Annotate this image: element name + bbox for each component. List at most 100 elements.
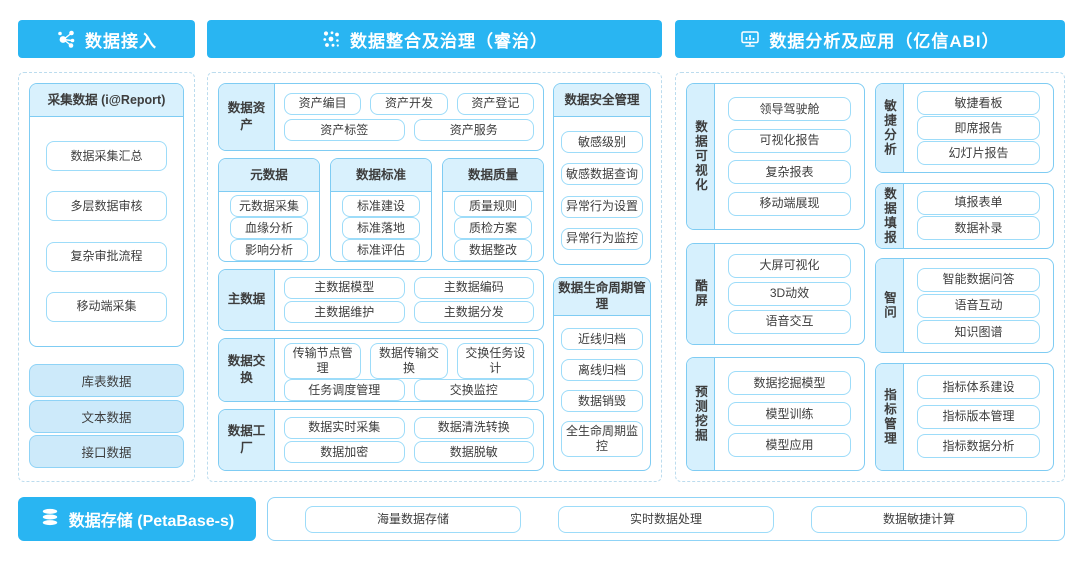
list-item: 复杂报表 (728, 160, 851, 185)
list-item: 敏捷看板 (917, 91, 1040, 115)
data-analysis-panel: 数据可视化 领导驾驶舱 可视化报告 复杂报表 移动端展现 酷屏 大屏可视化 3D… (675, 72, 1065, 482)
list-item: 可视化报告 (728, 128, 851, 153)
data-access-header: 数据接入 (18, 20, 195, 58)
database-icon (40, 507, 60, 532)
smart-qa-group: 智问 智能数据问答 语音互动 知识图谱 (875, 258, 1054, 354)
monitor-chart-icon (740, 29, 760, 49)
metadata-title: 元数据 (219, 159, 319, 192)
list-item: 模型应用 (728, 433, 851, 457)
predictive-mining-group: 预测挖掘 数据挖掘模型 模型训练 模型应用 (686, 357, 865, 471)
list-item: 交换监控 (413, 379, 534, 401)
list-item: 幻灯片报告 (917, 141, 1040, 165)
list-item: 数据销毁 (561, 390, 643, 413)
visualization-label: 数据可视化 (687, 84, 715, 229)
column-data-governance: 数据整合及治理（睿治） 数据资产 资产编目 资产开发 资产登记 资产标签 资产服… (207, 20, 662, 482)
list-item: 多层数据审核 (46, 191, 167, 222)
list-item: 主数据编码 (413, 276, 534, 299)
list-item: 智能数据问答 (917, 267, 1040, 292)
list-item: 血缘分析 (230, 217, 308, 239)
data-security-title: 数据安全管理 (554, 84, 650, 117)
data-standard-box: 数据标准 标准建设 标准落地 标准评估 (330, 158, 432, 262)
list-item: 异常行为监控 (561, 227, 643, 250)
list-item: 资产登记 (456, 92, 534, 115)
list-item: 语音互动 (917, 293, 1040, 318)
storage-panel: 海量数据存储 实时数据处理 数据敏捷计算 (267, 497, 1065, 541)
data-exchange-row: 数据交换 传输节点管理 数据传输交换 交换任务设计 任务调度管理 交换监控 (218, 338, 544, 402)
data-security-box: 数据安全管理 敏感级别 敏感数据查询 异常行为设置 异常行为监控 (553, 83, 651, 265)
data-factory-label: 数据工厂 (219, 410, 275, 470)
list-item: 传输节点管理 (284, 343, 362, 379)
data-governance-title: 数据整合及治理（睿治） (350, 31, 548, 51)
predictive-mining-label: 预测挖掘 (687, 358, 715, 470)
list-item: 数据采集汇总 (46, 141, 167, 172)
analysis-right-sub: 敏捷分析 敏捷看板 即席报告 幻灯片报告 数据填报 填报表单 数据补录 智问 (875, 83, 1054, 471)
dots-cluster-icon (321, 29, 341, 49)
list-item: 离线归档 (561, 359, 643, 382)
list-item: 数据补录 (917, 216, 1040, 241)
list-item: 指标版本管理 (917, 404, 1040, 429)
list-item: 指标体系建设 (917, 375, 1040, 400)
agile-analysis-group: 敏捷分析 敏捷看板 即席报告 幻灯片报告 (875, 83, 1054, 173)
list-item: 资产编目 (284, 92, 362, 115)
smart-qa-label: 智问 (876, 259, 904, 353)
list-item: 主数据模型 (284, 276, 405, 299)
list-item: 数据敏捷计算 (811, 505, 1027, 533)
list-item: 资产标签 (284, 119, 405, 142)
list-item: 语音交互 (728, 309, 851, 334)
data-analysis-header: 数据分析及应用（亿信ABI） (675, 20, 1065, 58)
metadata-standard-quality-row: 元数据 元数据采集 血缘分析 影响分析 数据标准 标准建设 标准落地 标准评估 (218, 158, 544, 262)
list-item: 3D动效 (728, 281, 851, 306)
list-item: 敏感级别 (561, 131, 643, 154)
data-quality-title: 数据质量 (443, 159, 543, 192)
list-item: 敏感数据查询 (561, 163, 643, 186)
list-item: 影响分析 (230, 239, 308, 261)
list-item: 数据实时采集 (284, 416, 405, 439)
ireport-box-title: 采集数据 (i@Report) (30, 84, 183, 117)
governance-side: 数据安全管理 敏感级别 敏感数据查询 异常行为设置 异常行为监控 数据生命周期管… (553, 83, 651, 471)
data-analysis-title: 数据分析及应用（亿信ABI） (769, 31, 1000, 51)
list-item: 异常行为设置 (561, 195, 643, 218)
data-standard-title: 数据标准 (331, 159, 431, 192)
list-item: 主数据维护 (284, 301, 405, 324)
data-quality-box: 数据质量 质量规则 质检方案 数据整改 (442, 158, 544, 262)
data-lifecycle-box: 数据生命周期管理 近线归档 离线归档 数据销毁 全生命周期监控 (553, 277, 651, 471)
data-asset-label: 数据资产 (219, 84, 275, 150)
list-item: 模型训练 (728, 402, 851, 426)
governance-main: 数据资产 资产编目 资产开发 资产登记 资产标签 资产服务 (218, 83, 544, 471)
indicator-mgmt-label: 指标管理 (876, 363, 904, 470)
list-item: 标准建设 (342, 195, 420, 217)
list-item: 实时数据处理 (558, 505, 774, 533)
data-asset-row: 数据资产 资产编目 资产开发 资产登记 资产标签 资产服务 (218, 83, 544, 151)
storage-title: 数据存储 (PetaBase-s) (68, 513, 235, 530)
list-item: 资产开发 (370, 92, 448, 115)
coolscreen-group: 酷屏 大屏可视化 3D动效 语音交互 (686, 242, 865, 345)
list-item: 指标数据分析 (917, 434, 1040, 459)
list-item: 即席报告 (917, 116, 1040, 140)
analysis-left-sub: 数据可视化 领导驾驶舱 可视化报告 复杂报表 移动端展现 酷屏 大屏可视化 3D… (686, 83, 865, 471)
data-governance-panel: 数据资产 资产编目 资产开发 资产登记 资产标签 资产服务 (207, 72, 662, 482)
list-item: 大屏可视化 (728, 253, 851, 278)
data-lifecycle-title: 数据生命周期管理 (554, 278, 650, 316)
list-item: 库表数据 (29, 363, 184, 397)
list-item: 领导驾驶舱 (728, 97, 851, 122)
list-item: 移动端展现 (728, 191, 851, 216)
list-item: 近线归档 (561, 328, 643, 351)
list-item: 交换任务设计 (456, 343, 534, 379)
ireport-items: 数据采集汇总 多层数据审核 复杂审批流程 移动端采集 (30, 117, 183, 346)
data-governance-header: 数据整合及治理（睿治） (207, 20, 662, 58)
list-item: 海量数据存储 (305, 505, 521, 533)
visualization-group: 数据可视化 领导驾驶舱 可视化报告 复杂报表 移动端展现 (686, 83, 865, 230)
metadata-box: 元数据 元数据采集 血缘分析 影响分析 (218, 158, 320, 262)
list-item: 资产服务 (413, 119, 534, 142)
list-item: 标准评估 (342, 239, 420, 261)
list-item: 数据清洗转换 (413, 416, 534, 439)
master-data-label: 主数据 (219, 270, 275, 330)
agile-analysis-label: 敏捷分析 (876, 84, 904, 172)
list-item: 数据挖掘模型 (728, 371, 851, 395)
data-exchange-label: 数据交换 (219, 339, 275, 401)
data-access-panel: 采集数据 (i@Report) 数据采集汇总 多层数据审核 复杂审批流程 移动端… (18, 72, 195, 482)
list-item: 任务调度管理 (284, 379, 405, 401)
storage-bar: 数据存储 (PetaBase-s) 海量数据存储 实时数据处理 数据敏捷计算 (18, 497, 1065, 541)
list-item: 文本数据 (29, 399, 184, 433)
